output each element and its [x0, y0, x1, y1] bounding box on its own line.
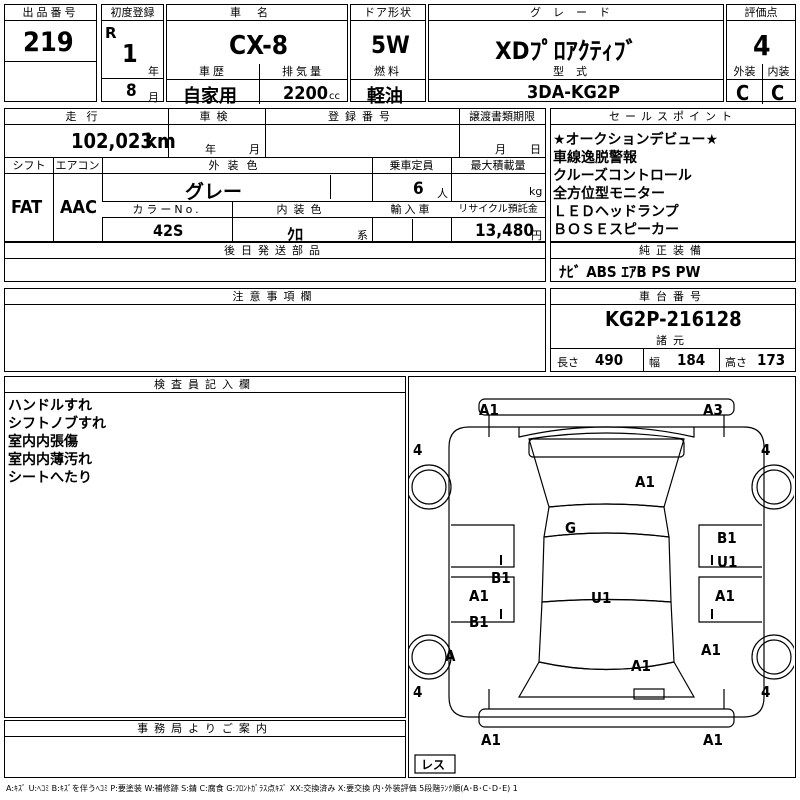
sales-points-box: セールスポイント ★オークションデビュー★ 車線逸脱警報 クルーズコントロール …	[550, 108, 796, 242]
registration-year: 1	[122, 39, 138, 68]
first-reg-header: 初度登録	[102, 5, 163, 21]
sales-point-item: ＬＥＤヘッドランプ	[553, 204, 679, 220]
era-label: R	[105, 24, 117, 42]
inspector-note: 室内内張傷	[8, 434, 78, 450]
car-name: CX-8	[229, 31, 289, 61]
score-box: 評価点 4 外装 内装 C C	[726, 4, 796, 105]
recycle-deposit: 13,480	[475, 221, 535, 241]
exterior-color: グレー	[185, 181, 243, 203]
sales-point-item: ＢＯＳＥスピーカー	[553, 222, 679, 238]
inspector-note: シートへたり	[8, 470, 92, 486]
car-diagram: 4 4 4 4 A1 A3 A1 G B1 U1 B1 A1 B1 U1 A1 …	[408, 376, 796, 778]
registration-month: 8	[126, 81, 137, 101]
tire-front-left: 4	[413, 441, 423, 459]
notes-box: 注意事項欄	[4, 288, 546, 372]
inspector-notes-box: 検査員記入欄 ハンドルすれ シフトノブすれ 室内内張傷 室内内薄汚れ シートへた…	[4, 376, 406, 718]
exterior-grade: C	[736, 81, 750, 105]
tire-rear-left: 4	[413, 683, 423, 701]
score-header: 評価点	[727, 5, 795, 21]
fuel: 軽油	[367, 86, 403, 107]
history-header: 車歴	[167, 64, 259, 80]
door-fuel-box: ドア形状 5W 燃料 軽油	[350, 4, 426, 107]
shift-type: FAT	[11, 197, 43, 218]
sales-point-item: 全方位型モニター	[553, 186, 665, 202]
genuine-equipment: ﾅﾋﾞ ABS ｴｱB PS PW	[559, 263, 701, 281]
tire-rear-right: 4	[761, 683, 771, 701]
car-name-header: 車名	[167, 5, 347, 21]
height: 173	[757, 351, 786, 369]
genuine-equipment-box: 純正装備 ﾅﾋﾞ ABS ｴｱB PS PW	[550, 242, 796, 282]
aircon-type: AAC	[60, 197, 97, 218]
sales-point-item: ★オークションデビュー★	[553, 132, 719, 148]
door-header: ドア形状	[351, 5, 425, 21]
spare-tire: レス	[421, 758, 446, 772]
score: 4	[753, 29, 771, 62]
fuel-header: 燃料	[351, 64, 425, 80]
later-parts-box: 後日発送部品	[4, 242, 546, 282]
capacity: 6	[413, 179, 424, 199]
car-name-box: 車名 CX-8 車歴 排気量 自家用 2200 cc	[166, 4, 348, 107]
model-code-header: 型式	[429, 64, 723, 80]
details-box: 走行 車検 登録番号 譲渡書類期限 102,023 km 年 月 月 日 シフト…	[4, 108, 546, 244]
displacement: 2200	[283, 83, 329, 104]
sales-point-item: 車線逸脱警報	[553, 150, 637, 166]
model-code: 3DA-KG2P	[527, 82, 620, 103]
inspector-note: ハンドルすれ	[8, 398, 92, 414]
interior-header: 内装	[762, 64, 795, 80]
width: 184	[677, 351, 706, 369]
grade-header: グレード	[429, 5, 723, 21]
mileage: 102,023	[71, 129, 153, 153]
vehicle-history: 自家用	[183, 86, 237, 107]
grade: XDﾌﾟﾛｱｸﾃｨﾌﾞ	[495, 37, 638, 65]
grade-box: グレード XDﾌﾟﾛｱｸﾃｨﾌﾞ 型式 3DA-KG2P	[428, 4, 724, 103]
inspector-note: 室内内薄汚れ	[8, 452, 92, 468]
displacement-header: 排気量	[259, 64, 347, 80]
office-notice-box: 事務局よりご案内	[4, 720, 406, 778]
chassis-box: 車台番号 KG2P-216128 諸元 長さ 490 幅 184 高さ 173	[550, 288, 796, 372]
length: 490	[595, 351, 624, 369]
lot-number-header: 出品番号	[5, 5, 96, 21]
door-type: 5W	[371, 31, 410, 59]
sales-point-item: クルーズコントロール	[553, 168, 692, 184]
lot-number: 219	[23, 27, 74, 58]
interior-grade: C	[771, 81, 785, 105]
exterior-header: 外装	[727, 64, 762, 80]
first-registration-box: 初度登録 R 1 年 8 月	[101, 4, 164, 104]
lot-number-box: 出品番号 219	[4, 4, 97, 102]
interior-color: ｸﾛ	[287, 225, 304, 244]
color-number: 42S	[153, 221, 184, 240]
chassis-number: KG2P-216128	[605, 307, 742, 331]
inspector-note: シフトノブすれ	[8, 416, 106, 432]
tire-front-right: 4	[761, 441, 771, 459]
legend: A:ｷｽﾞ U:ﾍｺﾐ B:ｷｽﾞを伴うﾍｺﾐ P:要塗装 W:補修跡 S:錆 …	[6, 784, 518, 793]
